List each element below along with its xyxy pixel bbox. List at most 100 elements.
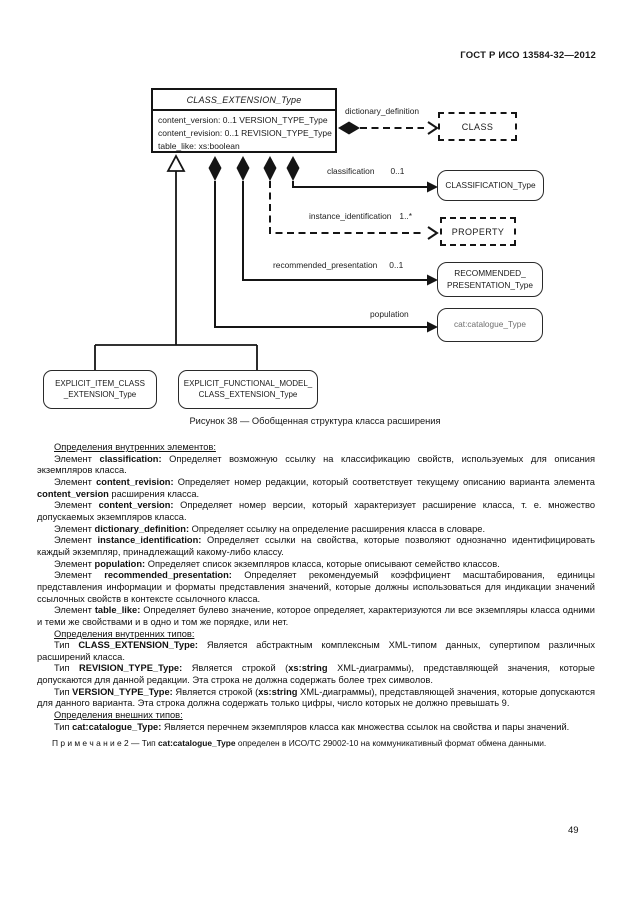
- text-segment: XML-диаграммы), представляющей значения,…: [37, 663, 595, 686]
- class-attributes: content_version: 0..1 VERSION_TYPE_Type …: [153, 111, 335, 154]
- text-segment: content_version:: [98, 500, 174, 511]
- text-segment: Тип: [54, 640, 79, 651]
- text-segment: cat:catalogue_Type: [158, 738, 236, 749]
- document-header-title: ГОСТ Р ИСО 13584-32—2012: [460, 50, 596, 61]
- text-segment: Определяет номер версии, который характе…: [37, 500, 595, 522]
- text-segment: Является строкой (: [182, 663, 289, 674]
- text-segment: Элемент: [54, 500, 99, 511]
- cat-catalogue-type-box: cat:catalogue_Type: [437, 308, 543, 342]
- class-title: CLASS_EXTENSION_Type: [153, 90, 335, 111]
- association-cardinality: 0..1: [389, 260, 404, 270]
- paragraph: Элемент dictionary_definition: Определяе…: [37, 524, 595, 536]
- page-number: 49: [568, 825, 579, 836]
- text-segment: Определения внешних типов:: [54, 710, 183, 721]
- text-segment: Элемент: [54, 535, 98, 546]
- text-segment: VERSION_TYPE_Type:: [72, 686, 173, 697]
- text-segment: Определяет ссылки на свойства, которые п…: [37, 535, 595, 557]
- text-segment: Элемент: [54, 523, 95, 534]
- explicit-item-line2: _EXTENSION_Type: [63, 389, 137, 399]
- uml-connectors-graphic: [94, 121, 439, 370]
- property-external-box: PROPERTY: [440, 217, 516, 246]
- explicit-item-line1: EXPLICIT_ITEM_CLASS: [55, 378, 145, 388]
- text-segment: Является перечнем экземпляров класса как…: [161, 721, 570, 732]
- text-segment: Элемент: [54, 476, 97, 487]
- association-label-classification: classification 0..1: [327, 166, 404, 176]
- dashed-association-lines: [269, 127, 424, 234]
- solid-arrowhead-icons: [427, 181, 438, 333]
- text-segment: Является строкой (: [172, 686, 259, 697]
- property-external-label: PROPERTY: [451, 226, 505, 237]
- text-segment: Определяет список экземпляров класса, ко…: [145, 558, 500, 569]
- association-name: recommended_presentation: [273, 260, 378, 270]
- paragraph: Элемент classification: Определяет возмо…: [37, 454, 595, 477]
- aggregation-diamond-icons: [208, 121, 360, 181]
- section-heading: Определения внутренних типов:: [37, 629, 595, 641]
- attribute-content-version: content_version: 0..1 VERSION_TYPE_Type: [158, 115, 328, 125]
- association-label-instance-identification: instance_identification 1..*: [309, 211, 412, 221]
- text-segment: content_revision:: [96, 476, 174, 487]
- generalization-triangle-icon: [166, 154, 186, 172]
- text-segment: dictionary_definition:: [94, 523, 190, 534]
- generalization-lines: [94, 171, 258, 370]
- classification-type-label: CLASSIFICATION_Type: [445, 179, 536, 190]
- paragraph: Элемент population: Определяет список эк…: [37, 559, 595, 571]
- explicit-item-class-extension-box: EXPLICIT_ITEM_CLASS _EXTENSION_Type: [43, 370, 157, 409]
- paragraph: Элемент recommended_presentation: Опреде…: [37, 570, 595, 605]
- association-label-recommended-presentation: recommended_presentation 0..1: [273, 260, 403, 270]
- association-name: instance_identification: [309, 211, 392, 221]
- text-segment: Элемент: [54, 453, 100, 464]
- text-segment: population:: [94, 558, 146, 569]
- paragraph: Элемент table_like: Определяет булево зн…: [37, 605, 595, 628]
- association-name: dictionary_definition: [345, 106, 420, 116]
- text-segment: XML-диаграммы), представляющей значения,…: [37, 686, 595, 709]
- paragraph: Тип CLASS_EXTENSION_Type: Является абстр…: [37, 640, 595, 663]
- definitions-text: Определения внутренних элементов:Элемент…: [37, 442, 595, 750]
- solid-association-lines: [214, 181, 427, 328]
- open-arrowhead-icons: [427, 121, 439, 240]
- explicit-functional-line1: EXPLICIT_FUNCTIONAL_MODEL_: [183, 378, 313, 388]
- text-segment: Определяет булево значение, которое опре…: [37, 605, 595, 627]
- recommended-line1: RECOMMENDED_: [454, 268, 526, 279]
- paragraph: Тип REVISION_TYPE_Type: Является строкой…: [37, 663, 595, 686]
- text-segment: xs:string: [288, 663, 328, 674]
- section-heading: Определения внешних типов:: [37, 710, 595, 722]
- text-segment: Элемент: [54, 570, 105, 581]
- attribute-table-like: table_like: xs:boolean: [158, 141, 240, 152]
- association-name: classification: [327, 166, 375, 176]
- class-extension-type-box: CLASS_EXTENSION_Type content_version: 0.…: [151, 88, 337, 153]
- text-segment: Элемент: [54, 558, 95, 569]
- recommended-presentation-type-box: RECOMMENDED_ PRESENTATION_Type: [437, 262, 543, 297]
- class-external-box: CLASS: [438, 112, 517, 141]
- text-segment: xs:string: [258, 686, 298, 697]
- text-segment: Определения внутренних типов:: [54, 628, 195, 639]
- text-segment: Определяет возможную ссылку на классифик…: [37, 453, 595, 476]
- recommended-line2: PRESENTATION_Type: [447, 279, 533, 290]
- cat-catalogue-type-label: cat:catalogue_Type: [454, 319, 526, 330]
- text-segment: instance_identification:: [97, 535, 202, 546]
- text-segment: classification:: [99, 453, 162, 464]
- explicit-functional-line2: CLASS_EXTENSION_Type: [198, 389, 298, 399]
- paragraph: Элемент instance_identification: Определ…: [37, 535, 595, 558]
- text-segment: расширения класса.: [108, 488, 200, 499]
- text-segment: Определяет рекомендуемый коэффициент мас…: [37, 570, 595, 604]
- paragraph: Элемент content_revision: Определяет ном…: [37, 477, 595, 500]
- class-external-label: CLASS: [461, 121, 494, 132]
- section-heading: Определения внутренних элементов:: [37, 442, 595, 454]
- paragraph: Тип cat:catalogue_Type: Является перечне…: [37, 722, 595, 734]
- text-segment: CLASS_EXTENSION_Type:: [78, 640, 199, 651]
- text-segment: REVISION_TYPE_Type:: [79, 663, 183, 674]
- paragraph: Элемент content_version: Определяет номе…: [37, 500, 595, 523]
- note-paragraph: П р и м е ч а н и е 2 — Тип cat:catalogu…: [37, 738, 595, 749]
- association-label-dictionary-definition: dictionary_definition: [345, 106, 419, 116]
- attribute-content-revision: content_revision: 0..1 REVISION_TYPE_Typ…: [158, 128, 332, 139]
- explicit-functional-model-box: EXPLICIT_FUNCTIONAL_MODEL_ CLASS_EXTENSI…: [178, 370, 318, 409]
- association-cardinality: 0..1: [390, 166, 405, 176]
- association-cardinality: 1..*: [399, 211, 412, 221]
- association-name: population: [370, 309, 409, 319]
- text-segment: Элемент: [54, 605, 95, 616]
- association-label-population: population: [370, 309, 409, 319]
- text-segment: Определяет номер редакции, который соотв…: [173, 476, 595, 487]
- text-segment: П р и м е ч а н и е 2 — Тип: [52, 738, 158, 749]
- text-segment: Тип: [54, 721, 73, 732]
